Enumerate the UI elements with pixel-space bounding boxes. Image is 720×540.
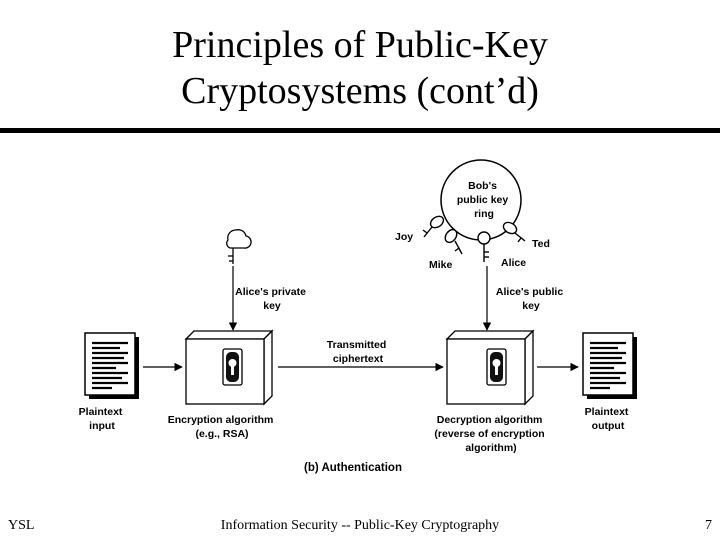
page-number: 7 (705, 518, 712, 533)
encryption-line-1: Encryption algorithm (168, 414, 274, 426)
plaintext-input-line-1: Plaintext (79, 406, 123, 418)
alice-public-key-line-2: key (522, 300, 540, 312)
mike-label: Mike (429, 259, 453, 271)
alice-private-key-label: Alice's private key (235, 286, 309, 312)
encryption-label: Encryption algorithm (e.g., RSA) (168, 414, 277, 440)
key-ring-label: Bob's public key ring (457, 180, 511, 220)
ted-label: Ted (532, 238, 550, 250)
plaintext-output-line-1: Plaintext (585, 406, 629, 418)
alice-label: Alice (501, 257, 526, 269)
decryption-label: Decryption algorithm (reverse of encrypt… (434, 414, 547, 454)
private-key-icon (226, 229, 252, 264)
transmitted-ciphertext-label: Transmitted ciphertext (327, 339, 389, 365)
alice-public-key-line-1: Alice's public (496, 286, 563, 298)
ring-line-1: Bob's (468, 180, 497, 192)
ring-line-2: public key (457, 194, 509, 206)
plaintext-input-label: Plaintext input (79, 406, 126, 432)
plaintext-input-line-2: input (89, 420, 115, 432)
decryption-line-2: (reverse of encryption (434, 428, 544, 440)
slide-title: Principles of Public-Key Cryptosystems (… (0, 22, 720, 114)
plaintext-output-document-icon (582, 332, 637, 399)
transmitted-line-2: ciphertext (333, 353, 384, 365)
encryption-box (184, 329, 274, 406)
diagram-caption: (b) Authentication (304, 462, 402, 474)
plaintext-input-document-icon (84, 332, 139, 399)
decryption-lock-icon (486, 348, 507, 386)
footer-left: YSL (8, 518, 35, 533)
alice-private-key-line-1: Alice's private (235, 286, 306, 298)
footer-center: Information Security -- Public-Key Crypt… (220, 518, 500, 533)
encryption-line-2: (e.g., RSA) (195, 428, 248, 440)
title-rule (0, 128, 720, 133)
joy-label: Joy (395, 231, 413, 243)
mike-key-icon (444, 228, 463, 255)
title-line-2: Cryptosystems (cont’d) (181, 70, 539, 112)
transmitted-line-1: Transmitted (327, 339, 387, 351)
alice-public-key-label: Alice's public key (496, 286, 566, 312)
ring-line-3: ring (474, 208, 494, 220)
joy-key-icon (422, 215, 445, 238)
alice-key-icon (477, 231, 491, 262)
decryption-line-3: algorithm) (465, 442, 516, 454)
encryption-lock-icon (222, 348, 243, 386)
ted-key-icon (502, 221, 526, 243)
title-line-1: Principles of Public-Key (172, 24, 548, 66)
plaintext-output-line-2: output (592, 420, 625, 432)
decryption-line-1: Decryption algorithm (437, 414, 543, 426)
alice-private-key-line-2: key (263, 300, 281, 312)
plaintext-output-label: Plaintext output (585, 406, 632, 432)
decryption-box (445, 329, 535, 406)
